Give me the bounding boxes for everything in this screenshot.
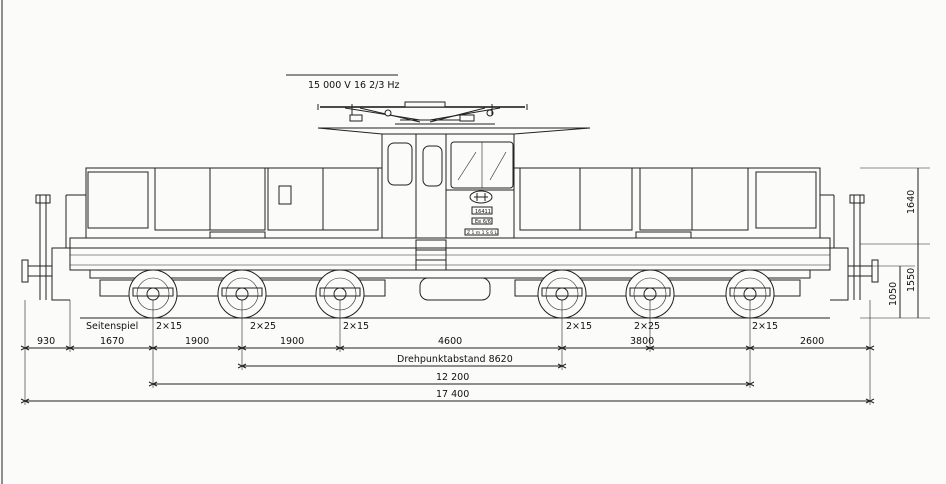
cab-door-window [422, 145, 443, 187]
cab-roof [317, 127, 591, 135]
central-tank [419, 277, 491, 301]
class-plate [471, 217, 493, 225]
dimension-arrow [745, 381, 755, 387]
cab-window-left [387, 142, 413, 186]
left-buffer [21, 259, 29, 283]
number-plate [471, 206, 493, 215]
dimension-arrow [865, 345, 875, 351]
left-grille [87, 171, 149, 229]
frame-upper [69, 237, 831, 249]
dimension-arrow [148, 345, 158, 351]
dimension-arrow [65, 345, 75, 351]
class-plate-text: Ee 6/6 [475, 219, 491, 225]
center-cab [381, 133, 515, 239]
dimension-arrow [645, 345, 655, 351]
side-play-1: 2×15 [156, 321, 182, 332]
dimension-arrow [237, 345, 247, 351]
side-play-2: 2×25 [250, 321, 276, 332]
wheel-2 [217, 269, 267, 319]
dimension-arrow [557, 363, 567, 369]
height-1050: 1050 [888, 282, 899, 306]
left-end [21, 194, 86, 301]
frame-lower [89, 269, 811, 279]
dim-4600: 4600 [438, 336, 462, 347]
height-dimensions [860, 167, 930, 319]
dim-1900-b: 1900 [280, 336, 304, 347]
wheelbase-label: 12 200 [436, 372, 469, 383]
dimension-arrow [865, 398, 875, 404]
dimension-arrow [237, 363, 247, 369]
pantograph [317, 101, 528, 125]
height-1640: 1640 [906, 190, 917, 214]
right-end [820, 194, 879, 301]
side-play-label: Seitenspiel [86, 321, 138, 332]
dim-1670: 1670 [100, 336, 124, 347]
right-hood [513, 167, 821, 239]
right-bogie-frame [514, 279, 801, 297]
dimension-arrow [335, 345, 345, 351]
data-plate [464, 228, 499, 236]
dimension-arrows [20, 345, 875, 404]
dim-1900-a: 1900 [185, 336, 209, 347]
dimension-arrow [20, 345, 30, 351]
height-1550: 1550 [906, 268, 917, 292]
left-hood [80, 167, 383, 239]
wheel-5 [625, 269, 675, 319]
frequency-label: 16 2/3 Hz [354, 80, 400, 91]
voltage-label: 15 000 V [308, 80, 351, 91]
pivot-distance-label: Drehpunktabstand 8620 [397, 354, 513, 365]
side-play-6: 2×15 [752, 321, 778, 332]
side-play-3: 2×15 [343, 321, 369, 332]
dimension-arrow [148, 381, 158, 387]
dim-3800: 3800 [630, 336, 654, 347]
number-plate-text: 16411 [475, 209, 491, 215]
side-play-5: 2×25 [634, 321, 660, 332]
wheel-1 [128, 269, 178, 319]
wheelsets [128, 269, 775, 319]
overall-length-label: 17 400 [436, 389, 469, 400]
dimension-arrow [557, 345, 567, 351]
right-buffer [871, 259, 879, 283]
dimension-arrow [20, 398, 30, 404]
side-play-4: 2×15 [566, 321, 592, 332]
sbb-logo-icon [469, 190, 493, 204]
data-plate-text: Z 1 m 1 S 6 L [467, 230, 497, 236]
dimension-arrow [745, 345, 755, 351]
dim-2600: 2600 [800, 336, 824, 347]
dimension-extension-lines [24, 300, 871, 405]
right-grille [755, 171, 817, 229]
left-bogie-frame [99, 279, 386, 297]
frame-main [69, 247, 831, 271]
dim-930: 930 [37, 336, 55, 347]
center-steps [415, 239, 447, 271]
